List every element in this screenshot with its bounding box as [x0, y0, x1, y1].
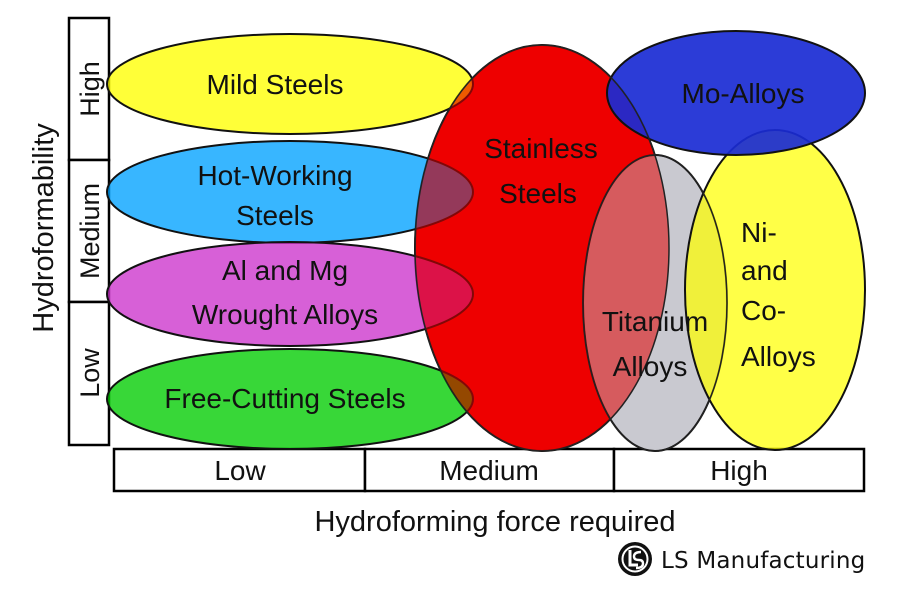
y-level-high: High [75, 61, 105, 117]
ni-co-alloys-region [684, 129, 866, 451]
free-cutting-label: Free-Cutting Steels [164, 383, 405, 414]
titanium-label-line1: Titanium [602, 306, 708, 337]
x-level-low: Low [214, 455, 266, 486]
stainless-outline [414, 44, 670, 452]
x-axis-title: Hydroforming force required [314, 506, 675, 538]
al-mg-label-line1: Al and Mg [222, 255, 348, 286]
x-level-medium: Medium [439, 455, 539, 486]
stainless-label-line1: Stainless [484, 133, 598, 164]
brand: LS Manufacturing [617, 541, 865, 581]
mild-steels-label: Mild Steels [207, 69, 344, 100]
al-mg-label-line2: Wrought Alloys [192, 299, 378, 330]
hot-working-label-line1: Hot-Working [197, 160, 352, 191]
ni-co-label-line4: Alloys [741, 341, 816, 372]
brand-name: LS Manufacturing [661, 548, 866, 574]
titanium-label-line2: Alloys [613, 351, 688, 382]
ni-co-label-line2: and [741, 255, 788, 286]
mo-alloys-region [606, 30, 866, 156]
ni-co-label-line3: Co- [741, 295, 786, 326]
y-axis-levels: High Medium Low [67, 16, 111, 447]
y-level-low: Low [75, 348, 105, 398]
stainless-label-line2: Steels [499, 178, 577, 209]
hot-working-label-line2: Steels [236, 200, 314, 231]
stainless-overlay [415, 45, 669, 451]
y-level-medium: Medium [75, 183, 105, 279]
ls-logo-icon [617, 541, 653, 582]
ni-co-label-line1: Ni- [741, 217, 777, 248]
x-level-high: High [710, 455, 768, 486]
mo-alloys-label: Mo-Alloys [682, 78, 805, 109]
x-axis-levels: Low Medium High [112, 447, 866, 493]
titanium-outline [582, 154, 728, 452]
y-axis-title: Hydroformability [28, 123, 60, 333]
